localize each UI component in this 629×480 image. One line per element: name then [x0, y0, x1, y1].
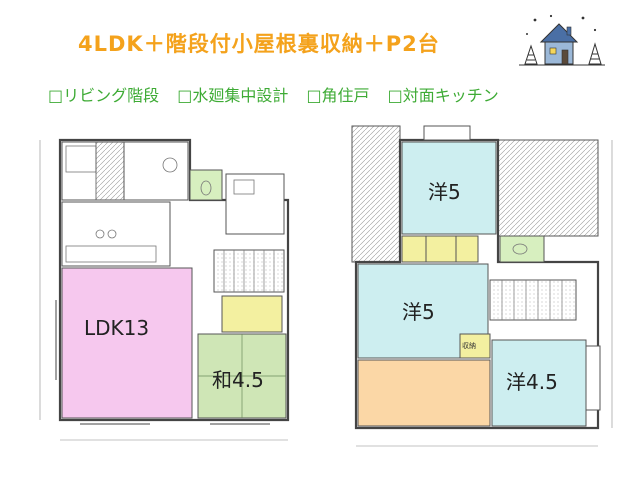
feature-corner-unit: □角住戸: [306, 86, 370, 105]
closet-label: 収納: [462, 342, 476, 350]
house-logo-icon: [519, 14, 605, 66]
floor1-plan: [39, 138, 290, 441]
feature-water-concentrated: □水廻集中設計: [177, 86, 289, 105]
room-label-yo5-top: 洋5: [428, 180, 461, 204]
feature-living-stairs: □リビング階段: [48, 86, 160, 105]
feature-list: □リビング階段 □水廻集中設計 □角住戸 □対面キッチン: [48, 82, 512, 106]
room-label-yo45: 洋4.5: [506, 370, 558, 394]
room-label-yo5-mid: 洋5: [402, 300, 435, 324]
feature-face-kitchen: □対面キッチン: [387, 86, 499, 105]
page-title: 4LDK＋階段付小屋根裏収納＋P2台: [78, 32, 440, 56]
room-label-ldk: LDK13: [84, 316, 150, 340]
room-label-washitsu: 和4.5: [212, 368, 264, 392]
floor2-plan: [351, 125, 613, 447]
